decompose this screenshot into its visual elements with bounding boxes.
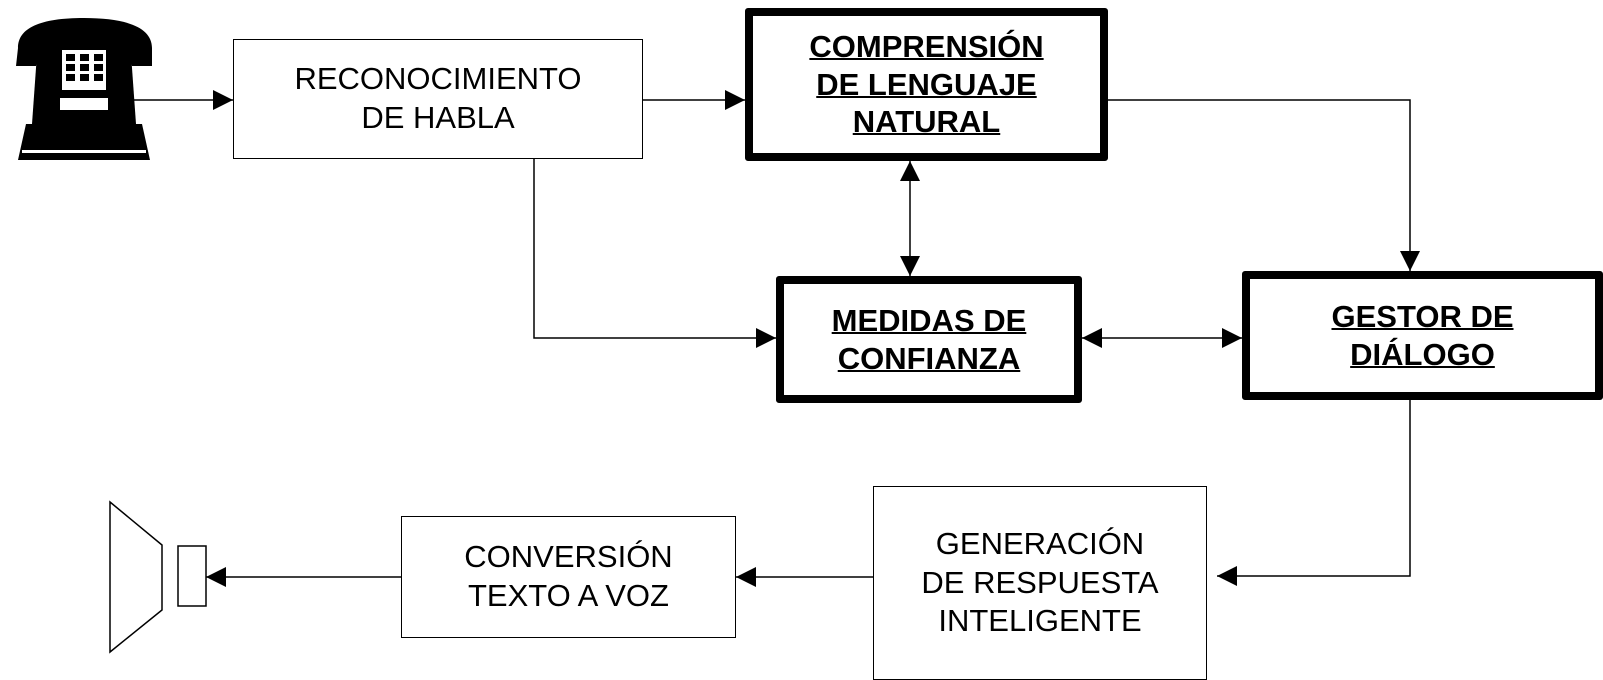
box-line: GENERACIÓN bbox=[935, 525, 1145, 561]
text-to-speech-box: CONVERSIÓN TEXTO A VOZ bbox=[401, 516, 736, 638]
response-generation-box: GENERACIÓN DE RESPUESTA INTELIGENTE bbox=[873, 486, 1207, 680]
box-line: INTELIGENTE bbox=[938, 603, 1142, 639]
arrow-nlu-to-dialog-manager bbox=[1108, 99, 1420, 271]
telephone-icon bbox=[16, 18, 152, 160]
box-line: MEDIDAS DE bbox=[831, 302, 1027, 338]
box-line: CONVERSIÓN bbox=[464, 539, 673, 575]
arrow-dialog-manager-to-generation bbox=[1217, 400, 1411, 586]
box-line: DE LENGUAJE bbox=[816, 66, 1037, 102]
box-line: DE RESPUESTA bbox=[921, 564, 1159, 600]
dialog-manager-box: GESTOR DE DIÁLOGO bbox=[1242, 271, 1603, 400]
speech-recognition-box: RECONOCIMIENTO DE HABLA bbox=[233, 39, 643, 159]
arrow-recognition-to-confidence bbox=[533, 158, 776, 348]
box-line: COMPRENSIÓN bbox=[809, 28, 1044, 64]
confidence-measures-box: MEDIDAS DE CONFIANZA bbox=[776, 276, 1082, 403]
box-line: NATURAL bbox=[852, 104, 1001, 140]
box-line: DE HABLA bbox=[361, 100, 515, 135]
box-line: TEXTO A VOZ bbox=[468, 578, 669, 613]
speaker-icon bbox=[109, 500, 207, 654]
box-line: RECONOCIMIENTO bbox=[294, 61, 582, 97]
box-line: GESTOR DE bbox=[1331, 298, 1514, 334]
box-line: DIÁLOGO bbox=[1350, 336, 1495, 372]
natural-language-understanding-box: COMPRENSIÓN DE LENGUAJE NATURAL bbox=[745, 8, 1108, 161]
box-line: CONFIANZA bbox=[837, 340, 1021, 376]
